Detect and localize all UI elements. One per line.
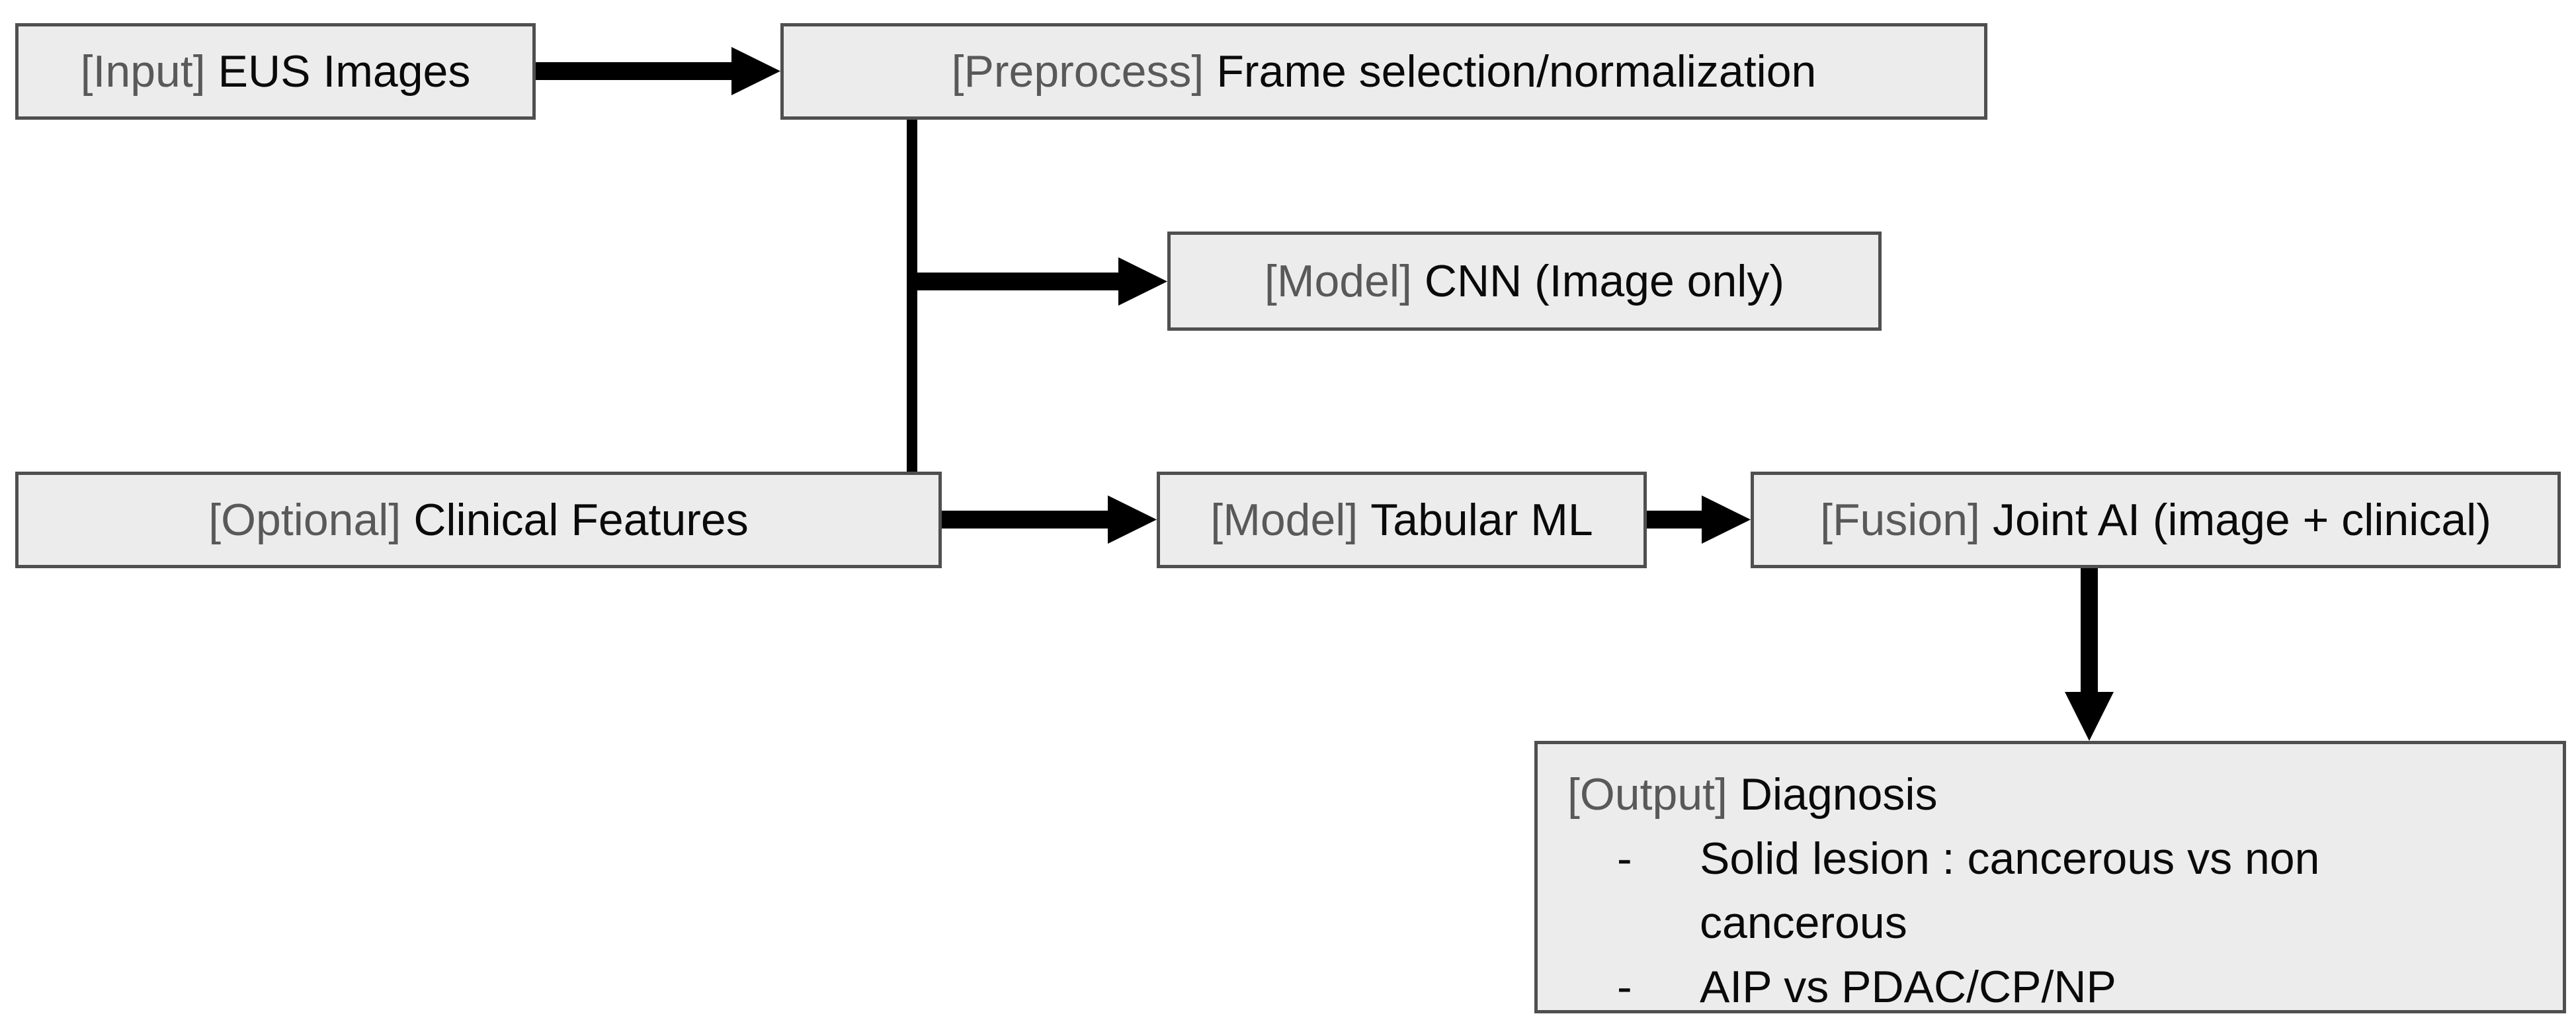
box-input-label: EUS Images — [218, 46, 471, 97]
output-bullet-2: - AIP vs PDAC/CP/NP — [1567, 955, 2536, 1018]
output-title: [Output]Diagnosis — [1567, 763, 2536, 827]
box-cnn-prefix: [Model] — [1264, 255, 1412, 306]
box-output-prefix: [Output] — [1567, 769, 1727, 820]
arrow-clinical-to-tabular — [942, 495, 1157, 544]
box-preprocess-prefix: [Preprocess] — [951, 46, 1204, 97]
box-fusion: [Fusion]Joint AI (image + clinical) — [1751, 472, 2561, 568]
bullet-dash: - — [1617, 962, 1632, 1012]
box-clinical-label: Clinical Features — [413, 494, 749, 545]
arrow-input-to-preprocess — [536, 47, 780, 95]
box-preprocess-label: Frame selection/normalization — [1216, 46, 1817, 97]
bullet-dash: - — [1617, 833, 1632, 884]
box-tabular-ml: [Model]Tabular ML — [1157, 472, 1647, 568]
box-clinical-features: [Optional]Clinical Features — [15, 472, 942, 568]
box-tabular-prefix: [Model] — [1210, 494, 1358, 545]
bullet-text: AIP vs PDAC/CP/NP — [1700, 962, 2116, 1012]
box-tabular-label: Tabular ML — [1370, 494, 1593, 545]
box-cnn: [Model]CNN (Image only) — [1167, 232, 1882, 331]
box-output: [Output]Diagnosis - Solid lesion : cance… — [1534, 741, 2566, 1013]
box-cnn-label: CNN (Image only) — [1424, 255, 1785, 306]
arrow-fusion-to-output — [2065, 568, 2114, 741]
output-bullet-1: - Solid lesion : cancerous vs non cancer… — [1567, 827, 2536, 955]
arrow-tabular-to-fusion — [1647, 495, 1751, 544]
connector-preprocess-down-line — [907, 118, 917, 473]
box-input: [Input]EUS Images — [15, 23, 536, 120]
arrow-branch-to-cnn — [907, 257, 1167, 306]
box-preprocess: [Preprocess]Frame selection/normalizatio… — [780, 23, 1987, 120]
box-fusion-label: Joint AI (image + clinical) — [1992, 494, 2491, 545]
box-fusion-prefix: [Fusion] — [1820, 494, 1980, 545]
bullet-text: Solid lesion : cancerous vs non cancerou… — [1700, 833, 2320, 948]
box-input-prefix: [Input] — [80, 46, 206, 97]
box-output-label: Diagnosis — [1739, 769, 1938, 820]
box-clinical-prefix: [Optional] — [208, 494, 401, 545]
